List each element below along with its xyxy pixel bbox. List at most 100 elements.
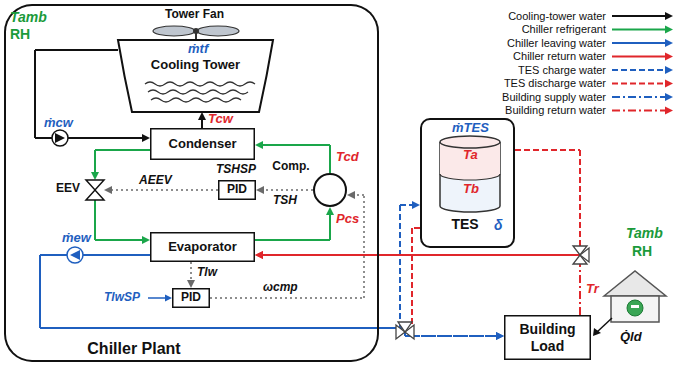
connector-segment	[255, 239, 330, 241]
legend-samples	[612, 16, 666, 111]
connector-segment	[94, 200, 96, 240]
fan-blade	[197, 26, 239, 36]
node-label: Evaporator	[168, 240, 237, 255]
node-label: Chiller Plant	[54, 340, 214, 358]
flow-connector	[255, 207, 334, 240]
legend-label: TES charge water	[436, 64, 606, 76]
variable-label: Tower Fan	[165, 8, 224, 21]
flow-connector	[255, 150, 580, 259]
signal-label: ωcmp	[262, 281, 299, 294]
house-icon	[604, 271, 666, 322]
connector-segment	[40, 254, 150, 256]
connector-segment	[399, 205, 401, 328]
node-label: TES	[440, 216, 490, 232]
legend-label: Building return water	[436, 104, 606, 116]
arrow-head	[198, 112, 206, 120]
variable-label: Tamb	[10, 10, 47, 25]
connector-segment	[515, 149, 580, 151]
flow-connector	[35, 50, 150, 142]
arrow-head	[187, 280, 195, 288]
connector-segment	[412, 335, 498, 337]
flow-connector	[255, 251, 580, 315]
variable-label: TlwSP	[104, 291, 140, 304]
connector-segment	[329, 213, 331, 240]
process-box: PID	[172, 288, 210, 308]
connector-segment	[34, 50, 36, 138]
node-label: Comp.	[271, 160, 311, 174]
arrow-head	[255, 141, 263, 149]
flow-connector	[255, 141, 330, 173]
node-label: Condenser	[169, 137, 237, 152]
connector-segment	[400, 204, 414, 206]
arrow-head	[256, 186, 264, 194]
variable-label: Pcs	[336, 212, 359, 226]
process-box: Building Load	[504, 315, 591, 360]
connector-segment	[210, 297, 364, 299]
load-arrow	[597, 318, 612, 332]
process-box: PID	[218, 180, 256, 200]
variable-label: δ	[494, 218, 503, 233]
connector-segment	[95, 149, 150, 151]
arrow-head	[496, 332, 504, 340]
flow-connector	[256, 186, 313, 194]
variable-label: Tr	[586, 282, 599, 296]
arrow-head	[255, 251, 263, 259]
variable-label: Tamb	[626, 226, 663, 241]
flow-connector	[40, 255, 504, 340]
group-box: Chiller Plant Cooling TowerCondenserComp.…	[4, 4, 379, 362]
process-box: Evaporator	[150, 232, 255, 262]
node-label: Building Load	[509, 321, 586, 353]
arrow-head	[165, 295, 172, 302]
water-waves	[145, 82, 255, 102]
variable-label: Tcw	[208, 112, 233, 126]
legend-label: Chiller leaving water	[436, 37, 606, 49]
connector-segment	[40, 327, 400, 329]
variable-label: ṁcw	[44, 116, 73, 130]
connector-segment	[35, 49, 118, 51]
variable-label: Tcd	[336, 150, 359, 164]
circle-outline	[313, 173, 347, 207]
legend-label: Cooling-tower water	[436, 10, 606, 22]
arrow-head	[91, 172, 99, 180]
signal-label: Tlw	[196, 266, 218, 279]
arrow-head	[496, 332, 504, 340]
connector-segment	[39, 255, 41, 328]
three-way-valve	[573, 246, 589, 264]
variable-label: ṁTES	[452, 121, 489, 135]
connector-segment	[411, 228, 413, 336]
flow-connector	[412, 228, 504, 340]
node-label: PID	[227, 183, 247, 197]
legend-label: Building supply water	[436, 91, 606, 103]
arrow-head	[347, 191, 355, 199]
compressor-circle: Comp.	[313, 173, 347, 207]
connector-segment	[363, 195, 365, 298]
fan-blade	[153, 26, 195, 36]
connector-segment	[40, 327, 405, 329]
arrow-head	[142, 236, 150, 244]
variable-label: RH	[632, 244, 652, 259]
arrow-head	[142, 134, 150, 142]
connector-segment	[579, 150, 581, 255]
connector-segment	[261, 144, 330, 146]
connector-segment	[412, 227, 420, 229]
connector-segment	[261, 254, 580, 256]
process-box: Condenser	[150, 128, 255, 160]
variable-label: TSHSP	[216, 163, 256, 176]
expansion-valve: EEV	[86, 180, 104, 200]
connector-segment	[329, 145, 331, 173]
connector-segment	[39, 255, 41, 328]
variable-label: Q̇ld	[620, 330, 642, 344]
node-label: Cooling Tower	[118, 58, 273, 73]
legend-label: TES discharge water	[436, 77, 606, 89]
connector-segment	[405, 335, 498, 337]
connector-segment	[95, 239, 144, 241]
flow-connector	[198, 112, 206, 128]
signal-label: AEEV	[138, 174, 173, 187]
legend-label: Chiller return water	[436, 50, 606, 62]
arrow-head	[593, 328, 601, 336]
node-label: EEV	[54, 182, 82, 196]
valve-outline	[86, 180, 104, 200]
variable-label: ṁew	[62, 231, 91, 245]
variable-label: ṁtf	[188, 42, 208, 56]
node-label: PID	[181, 291, 201, 305]
